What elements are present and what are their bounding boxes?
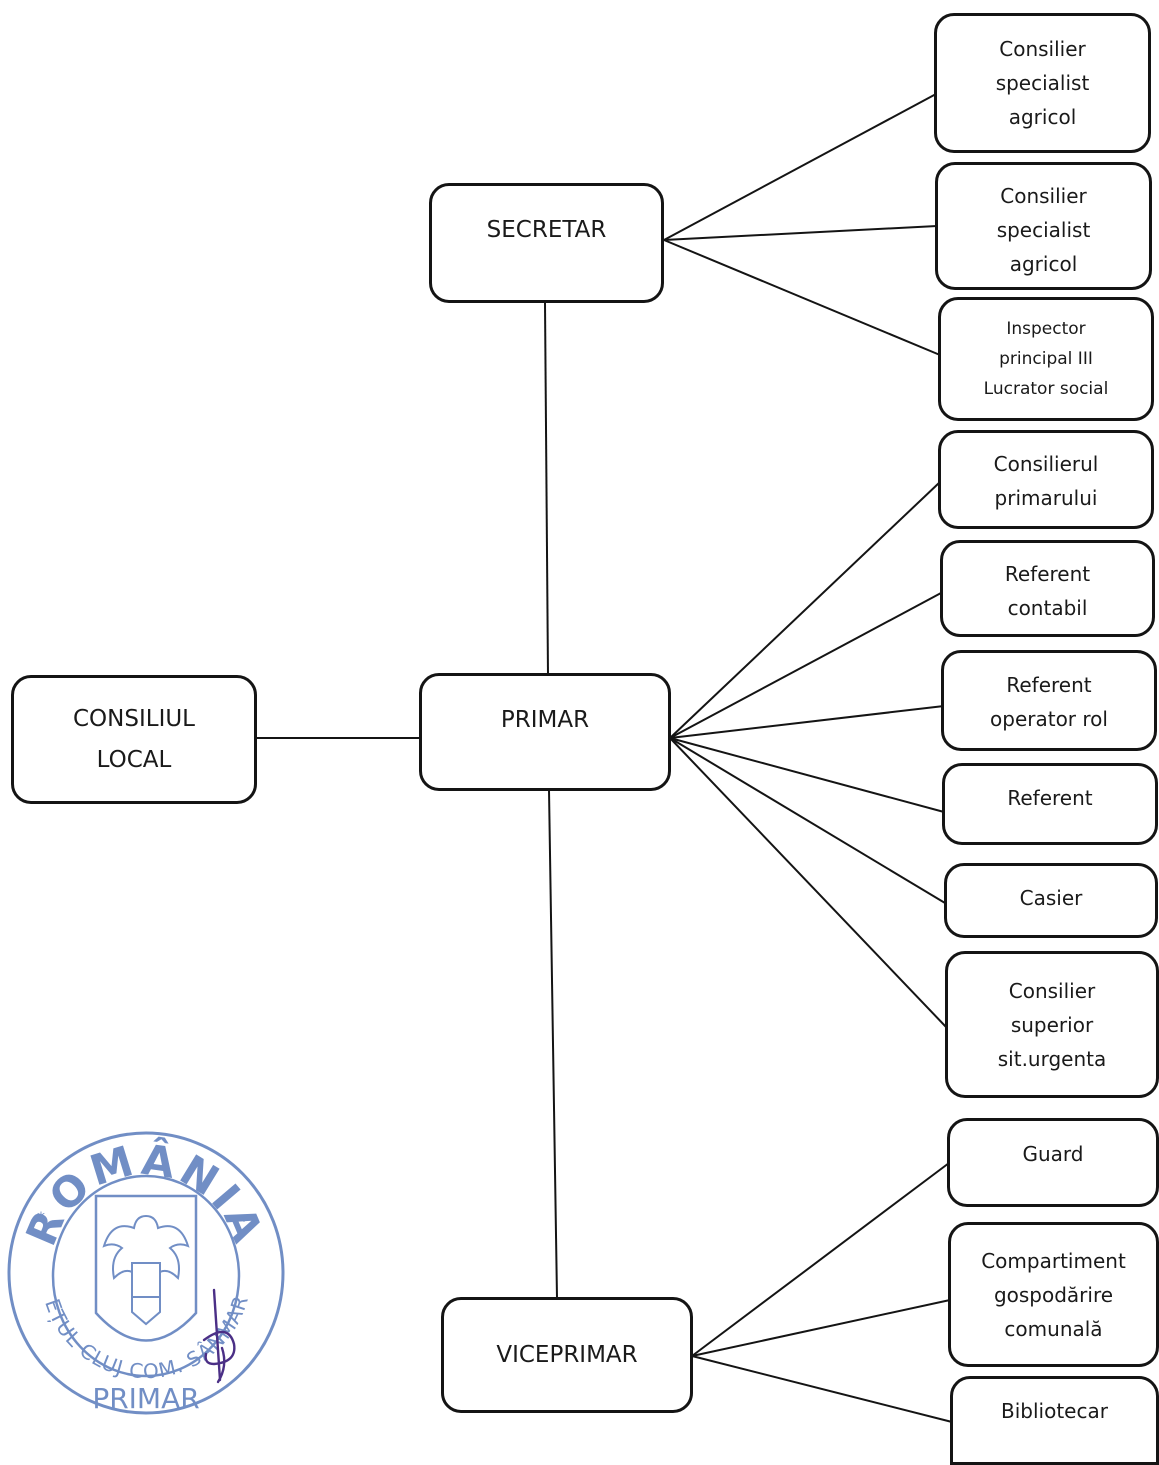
connector-primar-staff-4 — [669, 737, 945, 813]
node-label: gospodărire — [993, 1282, 1114, 1307]
node-label: CONSILIUL — [73, 705, 195, 732]
connector-primar-viceprimar — [548, 789, 558, 1299]
signature — [202, 1288, 236, 1384]
node-label: Guard — [1022, 1142, 1084, 1166]
node-referent-operator-rol: Referent operator rol — [941, 650, 1157, 751]
node-label: superior — [1010, 1012, 1094, 1037]
node-compartiment-gospodarire-comunala: Compartiment gospodărire comunală — [948, 1222, 1159, 1367]
node-label: VICEPRIMAR — [496, 1341, 638, 1368]
node-label: Referent — [1007, 786, 1093, 810]
node-label: agricol — [1009, 252, 1078, 276]
connector-primar-staff-1 — [669, 481, 941, 739]
node-label: Referent — [1004, 562, 1091, 586]
node-label: Compartiment — [981, 1248, 1126, 1273]
stamp-bottom-text: PRIMAR — [92, 1382, 199, 1415]
stamp-top-text: ROMÂNIA — [16, 1134, 273, 1253]
node-casier: Casier — [944, 863, 1158, 938]
node-consilier-specialist-agricol-2: Consilier specialist agricol — [935, 162, 1152, 290]
node-label: specialist — [996, 218, 1091, 242]
stamp-inner-ring — [51, 1174, 241, 1378]
connector-primar-staff-3 — [669, 705, 945, 739]
coat-of-arms-inner-shield — [131, 1262, 161, 1298]
connector-secretar-primar — [544, 302, 549, 677]
node-label: Inspector — [1006, 319, 1086, 339]
connector-primar-staff-6 — [669, 737, 948, 1029]
node-referent: Referent — [942, 763, 1158, 845]
node-secretar: SECRETAR — [429, 183, 664, 303]
node-consiliul-local: CONSILIUL LOCAL — [11, 675, 257, 804]
connector-viceprimar-staff-3 — [691, 1355, 953, 1423]
connector-viceprimar-staff-2 — [691, 1299, 951, 1357]
connector-secretar-staff-2 — [663, 225, 938, 241]
node-label: Consilier — [1008, 978, 1096, 1003]
connector-primar-staff-2 — [669, 592, 942, 739]
node-bibliotecar: Bibliotecar — [950, 1376, 1159, 1465]
node-label: LOCAL — [96, 746, 172, 773]
stamp-star-left: * — [37, 1208, 45, 1227]
node-inspector-lucrator-social: Inspector principal III Lucrator social — [938, 297, 1154, 421]
node-label: primarului — [994, 486, 1098, 510]
node-label: contabil — [1007, 596, 1088, 620]
node-label: Consilier — [999, 37, 1086, 61]
node-label: SECRETAR — [486, 217, 607, 243]
node-consilier-specialist-agricol: Consilier specialist agricol — [934, 13, 1151, 153]
node-label: specialist — [995, 71, 1090, 95]
node-label: agricol — [1008, 105, 1077, 129]
node-label: Consilier — [1000, 184, 1087, 208]
node-referent-contabil: Referent contabil — [940, 540, 1155, 637]
node-primar: PRIMAR — [419, 673, 671, 791]
stamp-star-right: * — [240, 1211, 248, 1230]
node-guard: Guard — [947, 1118, 1159, 1207]
node-label: Consilierul — [993, 452, 1099, 476]
connector-viceprimar-staff-1 — [691, 1162, 950, 1357]
node-label: Referent — [1006, 673, 1092, 697]
connector-secretar-staff-1 — [663, 93, 937, 241]
node-consilier-superior-sit-urgenta: Consilier superior sit.urgenta — [945, 951, 1159, 1098]
node-label: Lucrator social — [983, 379, 1109, 399]
stamp-outer-ring — [7, 1131, 285, 1415]
official-stamp-seal: ROMÂNIA * * JUDEȚUL CLUJ COM. SÂNMARTIN … — [4, 1118, 285, 1415]
node-label: comunală — [1004, 1316, 1103, 1341]
coat-of-arms-eagle — [102, 1214, 190, 1326]
node-label: operator rol — [990, 707, 1108, 731]
coat-of-arms-shield — [94, 1194, 198, 1342]
connector-primar-staff-5 — [669, 737, 946, 904]
node-consilierul-primarului: Consilierul primarului — [938, 430, 1154, 529]
node-viceprimar: VICEPRIMAR — [441, 1297, 693, 1413]
node-label: principal III — [999, 349, 1093, 369]
connector-secretar-staff-3 — [663, 239, 941, 356]
node-label: Casier — [1019, 886, 1083, 910]
node-label: Bibliotecar — [1001, 1399, 1108, 1423]
node-label: PRIMAR — [500, 707, 590, 733]
node-label: sit.urgenta — [997, 1046, 1107, 1071]
